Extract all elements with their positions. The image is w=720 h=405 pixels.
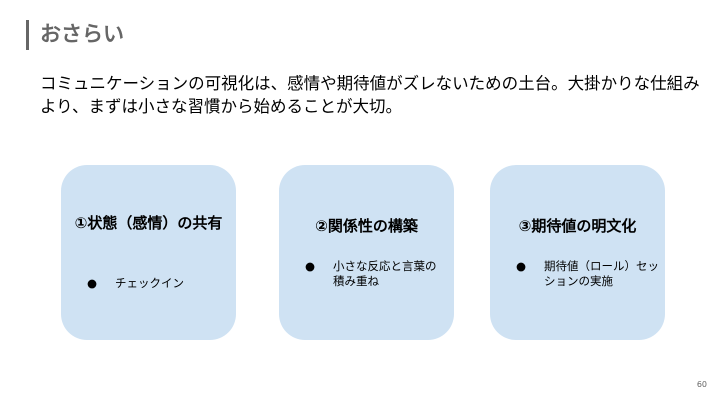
- card-title: ③期待値の明文化: [518, 217, 637, 235]
- list-item: ● チェックイン: [87, 276, 227, 291]
- bullet-icon: ●: [87, 276, 98, 290]
- card-expectations: ③期待値の明文化 ● 期待値（ロール）セッションの実施: [490, 165, 665, 340]
- card-bullets: ● 小さな反応と言葉の積み重ね: [305, 259, 445, 289]
- card-bullets: ● チェックイン: [87, 276, 227, 291]
- card-title: ②関係性の構築: [315, 217, 418, 235]
- card-state-sharing: ①状態（感情）の共有 ● チェックイン: [61, 165, 236, 340]
- list-item: ● 小さな反応と言葉の積み重ね: [305, 259, 445, 289]
- slide-body-text: コミュニケーションの可視化は、感情や期待値がズレないための土台。大掛かりな仕組み…: [40, 74, 700, 116]
- title-accent-bar: [26, 20, 29, 50]
- card-relationship: ②関係性の構築 ● 小さな反応と言葉の積み重ね: [279, 165, 454, 340]
- bullet-text: 小さな反応と言葉の積み重ね: [333, 259, 437, 288]
- bullet-icon: ●: [516, 259, 527, 273]
- slide-title: おさらい: [40, 22, 124, 46]
- page-number: 60: [696, 380, 707, 389]
- card-bullets: ● 期待値（ロール）セッションの実施: [516, 259, 661, 289]
- bullet-text: 期待値（ロール）セッションの実施: [544, 259, 659, 288]
- bullet-icon: ●: [305, 259, 316, 273]
- list-item: ● 期待値（ロール）セッションの実施: [516, 259, 661, 289]
- bullet-text: チェックイン: [115, 276, 184, 290]
- card-title: ①状態（感情）の共有: [74, 214, 223, 232]
